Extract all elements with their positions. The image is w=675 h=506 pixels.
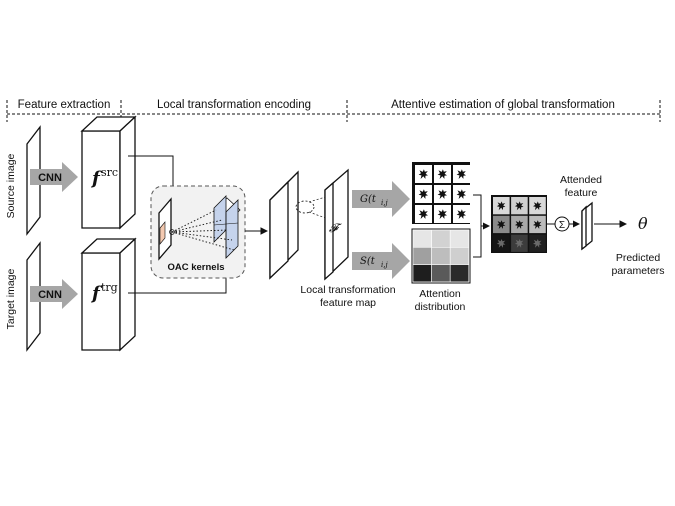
- src-feature-superscript: src: [101, 166, 118, 179]
- trg-feature-side: [119, 237, 136, 352]
- feature-map-label-line2: feature map: [320, 297, 376, 309]
- weighted-grid-splat: [533, 239, 542, 248]
- attention-grid-cell: [412, 247, 432, 265]
- attended-label-line1: Attended: [560, 174, 602, 186]
- trg-feature-front: [81, 252, 121, 351]
- g-grid-splat: [418, 209, 428, 219]
- attention-grid-cell: [412, 229, 432, 248]
- g-branch-subscript: i,j: [381, 199, 388, 207]
- attention-grid-cell: [431, 247, 451, 265]
- feature-map-group: 𝓕 Local transformation feature map: [269, 168, 396, 309]
- attention-grid-cell: [449, 264, 470, 283]
- oac-kernel-center: [169, 229, 175, 235]
- feature-map-label-line1: Local transformation: [300, 284, 395, 296]
- g-grid-splat: [418, 169, 428, 179]
- weighted-grid: [491, 195, 547, 253]
- s-branch: S(t i,j: [352, 243, 410, 279]
- g-transformation-grid: [412, 162, 470, 224]
- feature-map-top-plane: [269, 180, 289, 280]
- predicted-label-line1: Predicted: [616, 252, 661, 264]
- target-image-label: Target image: [5, 268, 17, 329]
- weighted-grid-splat: [496, 239, 506, 248]
- predicted-label-line2: parameters: [611, 265, 664, 277]
- feature-map-dashed-window: [295, 200, 315, 214]
- attended-feature: Attended feature: [560, 174, 602, 251]
- phase-label-local-encoding: Local transformation encoding: [157, 99, 311, 111]
- cnn-arrow-top: CNN: [30, 162, 78, 192]
- weighted-grid-splat: [533, 201, 542, 211]
- src-feature-side: [119, 115, 136, 230]
- src-feature-front: [81, 130, 121, 229]
- attended-feature-bar-face: [581, 205, 587, 251]
- attention-label-line2: distribution: [415, 301, 466, 313]
- source-image-label: Source image: [5, 153, 17, 218]
- g-grid-splat: [437, 209, 447, 219]
- cnn-arrow-bottom-shape: [30, 279, 78, 309]
- src-feature-box: f src: [80, 115, 137, 230]
- weighted-grid-splat: [496, 201, 506, 211]
- src-to-oac-connector: [128, 155, 177, 201]
- s-branch-arrow: [352, 243, 410, 279]
- g-grid-splat: [437, 169, 447, 179]
- oac-orange-kernel: [159, 221, 166, 245]
- g-grid-splat: [456, 209, 466, 219]
- attended-label-line2: feature: [565, 187, 598, 199]
- g-grid-cells: [415, 165, 470, 223]
- weighted-grid-splat: [514, 239, 524, 248]
- phase-label-attentive-estimation: Attentive estimation of global transform…: [391, 99, 615, 111]
- weighted-grid-splat: [514, 201, 524, 211]
- theta-symbol: θ: [638, 214, 648, 233]
- attention-grid-cell: [449, 229, 470, 248]
- merge-bracket: [473, 194, 482, 258]
- cnn-label-top: CNN: [38, 172, 62, 184]
- g-branch-arrow: [352, 181, 410, 217]
- attention-grid-cell: [412, 264, 432, 283]
- weighted-grid-splat: [514, 220, 524, 229]
- attention-grid-cells: [412, 229, 470, 283]
- attention-grid-cell: [431, 229, 451, 248]
- g-branch-label: G(t: [360, 194, 377, 205]
- cnn-arrow-top-shape: [30, 162, 78, 192]
- oac-dotted-rays: [171, 209, 235, 251]
- weighted-grid-cells: [493, 197, 546, 252]
- g-grid-splat: [437, 189, 447, 199]
- oac-kernels-label: OAC kernels: [167, 262, 224, 273]
- weighted-grid-splat: [533, 220, 542, 229]
- attention-grid-cell: [449, 247, 470, 265]
- trg-feature-box: f trg: [80, 237, 137, 352]
- trg-feature-superscript: trg: [101, 281, 118, 294]
- feature-map-front-face: [324, 181, 334, 281]
- g-grid-splat: [418, 189, 428, 199]
- oac-kernels-box: OAC kernels: [150, 185, 246, 279]
- weighted-grid-splat: [496, 220, 506, 229]
- sum-symbol: Σ: [559, 220, 565, 231]
- attention-grid: Attention distribution: [411, 228, 471, 313]
- attention-label-line1: Attention: [419, 288, 461, 300]
- attention-grid-cell: [431, 264, 451, 283]
- s-branch-label: S(t: [360, 256, 376, 267]
- g-branch: G(t i,j: [352, 181, 410, 217]
- phase-label-feature-extraction: Feature extraction: [18, 99, 111, 111]
- s-branch-subscript: i,j: [381, 261, 388, 269]
- g-grid-splat: [456, 189, 466, 199]
- cnn-label-bottom: CNN: [38, 289, 62, 301]
- cnn-arrow-bottom: CNN: [30, 279, 78, 309]
- g-grid-splat: [456, 169, 466, 179]
- phase-header: Feature extraction Local transformation …: [6, 99, 661, 122]
